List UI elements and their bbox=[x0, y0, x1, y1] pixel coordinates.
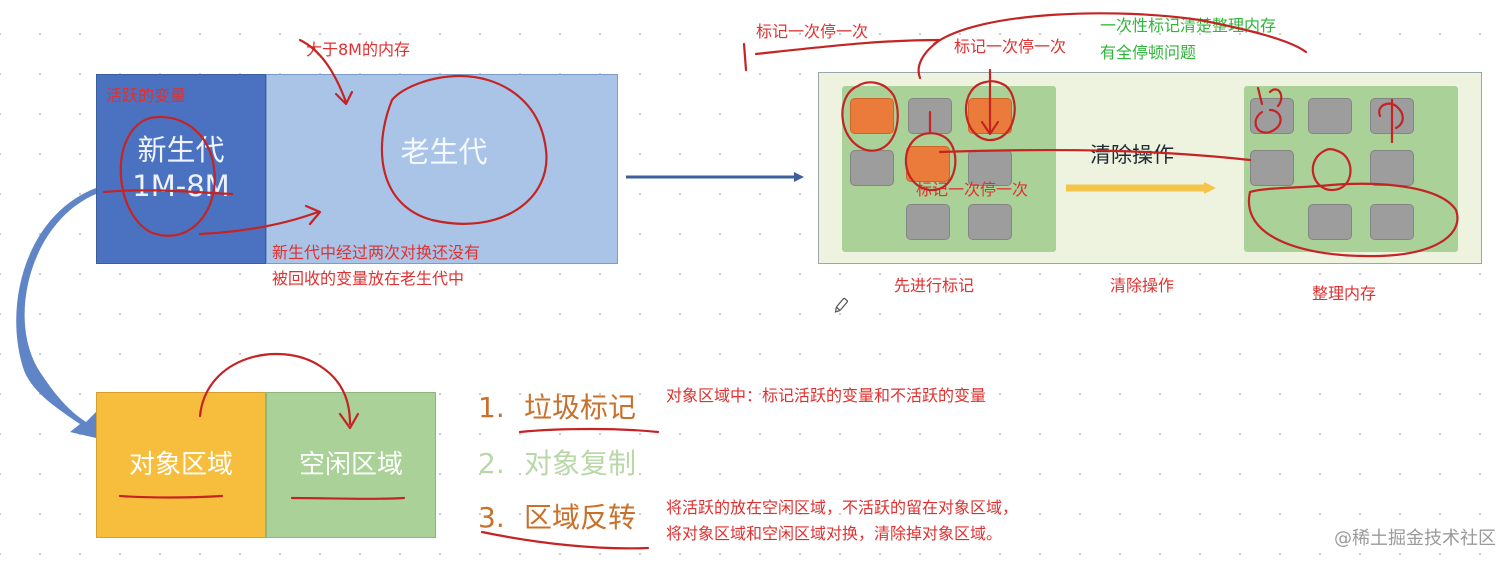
circle-live-3 bbox=[904, 132, 957, 192]
note-full-pause-line2: 有全停顿问题 bbox=[1100, 43, 1197, 62]
object-cell bbox=[1250, 150, 1294, 186]
object-cell bbox=[1308, 204, 1352, 240]
circle-old-gen bbox=[380, 74, 548, 225]
dead-object-cell bbox=[906, 204, 950, 240]
watermark: @稀土掘金技术社区 bbox=[1334, 528, 1496, 549]
note-incremental-marking-3: 标记一次停一次 bbox=[916, 180, 1029, 199]
curved-arrow-to-semispace bbox=[16, 188, 96, 438]
arrow-top-loop bbox=[754, 38, 942, 80]
note-active-variables: 活跃的变量 bbox=[106, 86, 187, 105]
caption-mark: 先进行标记 bbox=[894, 276, 975, 295]
compact-scribble-right bbox=[1378, 98, 1404, 144]
sweep-operation-label: 清除操作 bbox=[1090, 143, 1174, 167]
live-object-cell bbox=[850, 98, 894, 134]
link-to-compact bbox=[938, 148, 1252, 162]
circle-live-1 bbox=[841, 81, 899, 152]
circle-live-2 bbox=[964, 80, 1016, 142]
young-generation-box bbox=[96, 74, 266, 264]
top-arc bbox=[932, 12, 1308, 54]
step-object-copy: 2.对象复制 bbox=[478, 447, 637, 480]
underline-step-1 bbox=[518, 427, 660, 434]
free-space-label: 空闲区域 bbox=[298, 450, 403, 480]
note-large-memory: 大于8M的内存 bbox=[306, 40, 410, 59]
circle-compact-mid bbox=[1311, 148, 1352, 192]
old-generation-box bbox=[266, 74, 618, 264]
underline-step-3 bbox=[480, 530, 650, 550]
arrow-promotion bbox=[198, 204, 322, 236]
dead-object-cell bbox=[850, 150, 894, 186]
step-space-flip: 3.区域反转 bbox=[478, 501, 637, 534]
object-space-box bbox=[96, 392, 266, 538]
underline-free-space bbox=[290, 496, 406, 500]
note-marking: 对象区域中：标记活跃的变量和不活跃的变量 bbox=[666, 386, 987, 405]
circle-compact-group bbox=[1247, 182, 1459, 258]
underline-object-space bbox=[118, 494, 224, 499]
circle-young-gen bbox=[119, 115, 216, 237]
mark-arrow-2 bbox=[980, 68, 1000, 136]
note-incremental-marking-1: 标记一次停一次 bbox=[756, 22, 869, 41]
note-flip-line2: 将对象区域和空闲区域对换，清除掉对象区域。 bbox=[666, 524, 1003, 543]
object-cell bbox=[1370, 204, 1414, 240]
old-generation-label: 老生代 bbox=[400, 135, 488, 169]
step-garbage-marking: 1.垃圾标记 bbox=[478, 391, 637, 424]
dead-object-cell bbox=[968, 204, 1012, 240]
note-incremental-marking-2: 标记一次停一次 bbox=[954, 37, 1067, 56]
caption-sweep: 清除操作 bbox=[1110, 276, 1175, 295]
dead-object-cell bbox=[968, 150, 1012, 186]
note-promotion-line2: 被回收的变量放在老生代中 bbox=[272, 269, 465, 288]
note-full-pause-line1: 一次性标记清楚整理内存 bbox=[1100, 16, 1277, 35]
note-promotion-line1: 新生代中经过两次对换还没有 bbox=[272, 243, 481, 262]
pencil-cursor-icon bbox=[834, 297, 849, 313]
object-space-label: 对象区域 bbox=[128, 450, 233, 480]
caption-compact: 整理内存 bbox=[1312, 284, 1377, 303]
underline-young-gen bbox=[102, 189, 234, 196]
free-space-box bbox=[266, 392, 436, 538]
object-cell bbox=[1308, 98, 1352, 134]
compact-scribble-left bbox=[1254, 86, 1283, 134]
note-flip-line1: 将活跃的放在空闲区域，不活跃的留在对象区域， bbox=[666, 498, 1019, 517]
mark-tick-left bbox=[742, 42, 748, 72]
arrow-copy-to-free bbox=[198, 352, 360, 430]
arrow-large-memory bbox=[298, 38, 354, 106]
